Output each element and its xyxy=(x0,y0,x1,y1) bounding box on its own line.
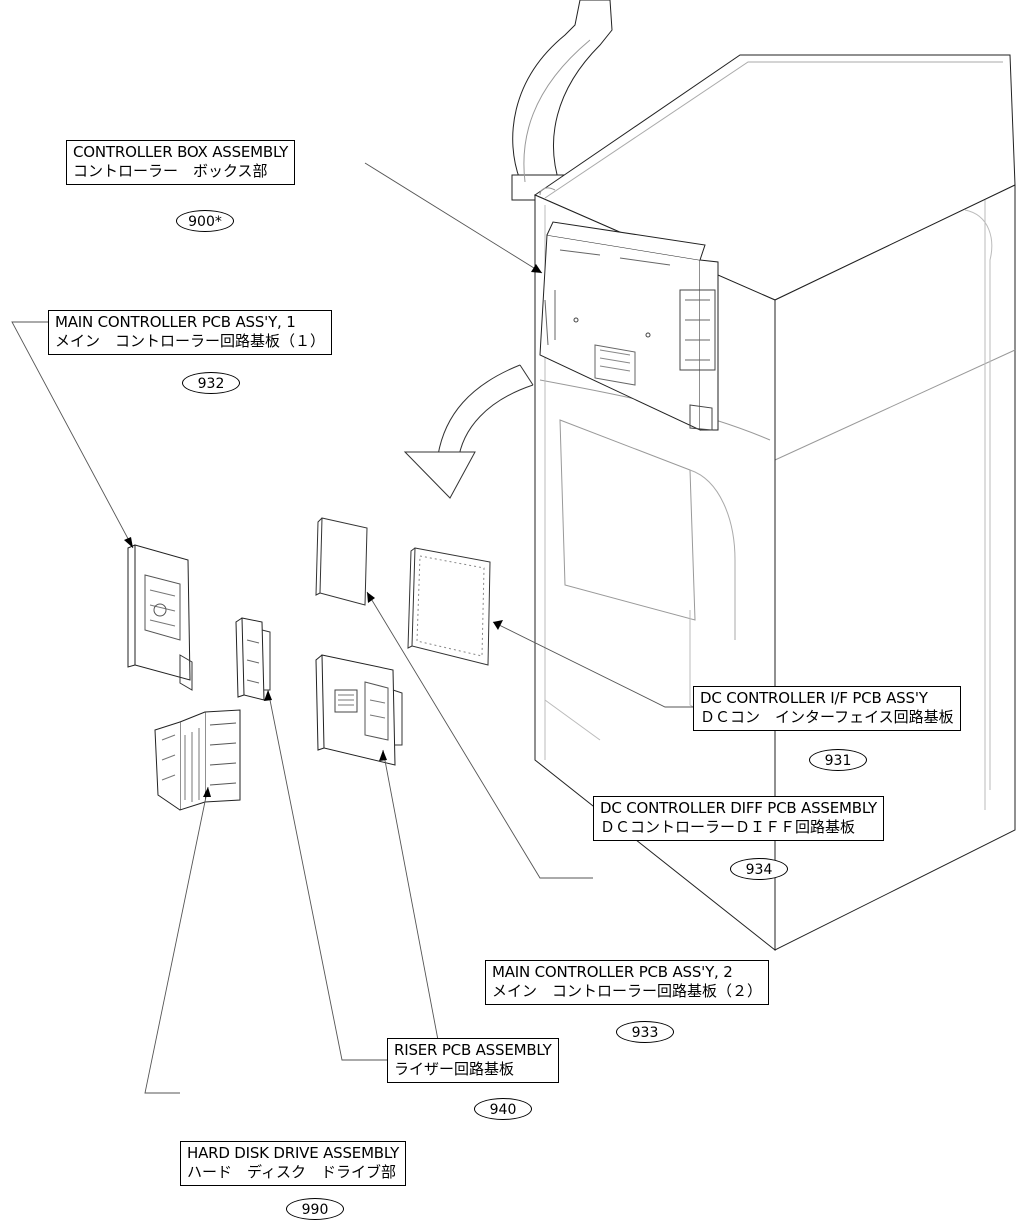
leader-lines xyxy=(11,162,693,1094)
callout-dc-if-pcb: DC CONTROLLER I/F PCB ASS'Y ＤＣコン インターフェイ… xyxy=(693,686,961,731)
callout-label-jp: コントローラー ボックス部 xyxy=(73,162,268,180)
part-number-badge: 990 xyxy=(286,1198,344,1220)
callout-label-en: HARD DISK DRIVE ASSEMBLY xyxy=(187,1144,400,1162)
main-pcb-2-part xyxy=(315,654,403,766)
callout-main-pcb-1: MAIN CONTROLLER PCB ASS'Y, 1 メイン コントローラー… xyxy=(48,310,333,355)
part-number-badge: 900* xyxy=(176,210,234,232)
part-number-badge: 940 xyxy=(474,1098,532,1120)
hdd-part xyxy=(154,709,241,811)
callout-label-jp: メイン コントローラー回路基板（２） xyxy=(492,982,763,1000)
part-number-badge: 933 xyxy=(616,1021,674,1043)
part-number-badge: 934 xyxy=(730,858,788,880)
callout-label-jp: ハード ディスク ドライブ部 xyxy=(187,1163,396,1181)
callout-label-en: MAIN CONTROLLER PCB ASS'Y, 2 xyxy=(492,963,733,981)
callout-label-en: RISER PCB ASSEMBLY xyxy=(394,1041,552,1059)
callout-label-jp: ＤＣコントローラーＤＩＦＦ回路基板 xyxy=(600,818,856,836)
callout-label-jp: ＤＣコン インターフェイス回路基板 xyxy=(700,708,954,726)
callout-label-en: DC CONTROLLER DIFF PCB ASSEMBLY xyxy=(600,799,877,817)
callout-label-en: DC CONTROLLER I/F PCB ASS'Y xyxy=(700,689,928,707)
callout-dc-diff-pcb: DC CONTROLLER DIFF PCB ASSEMBLY ＤＣコントローラ… xyxy=(593,796,884,841)
controller-box-on-machine xyxy=(539,221,719,431)
callout-riser-pcb: RISER PCB ASSEMBLY ライザー回路基板 xyxy=(387,1038,559,1083)
callout-controller-box: CONTROLLER BOX ASSEMBLY コントローラー ボックス部 xyxy=(66,140,296,185)
callout-label-en: MAIN CONTROLLER PCB ASS'Y, 1 xyxy=(55,313,296,331)
callout-hdd: HARD DISK DRIVE ASSEMBLY ハード ディスク ドライブ部 xyxy=(180,1141,407,1186)
callout-label-jp: ライザー回路基板 xyxy=(394,1060,515,1078)
callout-label-jp: メイン コントローラー回路基板（１） xyxy=(55,332,326,350)
part-number-badge: 932 xyxy=(182,372,240,394)
riser-pcb-part xyxy=(235,617,271,701)
dc-if-pcb-part xyxy=(407,547,491,666)
leader-arrowheads xyxy=(124,264,542,797)
callout-label-en: CONTROLLER BOX ASSEMBLY xyxy=(73,143,289,161)
callout-main-pcb-2: MAIN CONTROLLER PCB ASS'Y, 2 メイン コントローラー… xyxy=(485,960,770,1005)
main-pcb-1-part xyxy=(127,544,193,691)
dc-diff-pcb-part xyxy=(315,517,368,606)
part-number-badge: 931 xyxy=(809,749,867,771)
removal-arrow xyxy=(403,364,534,499)
